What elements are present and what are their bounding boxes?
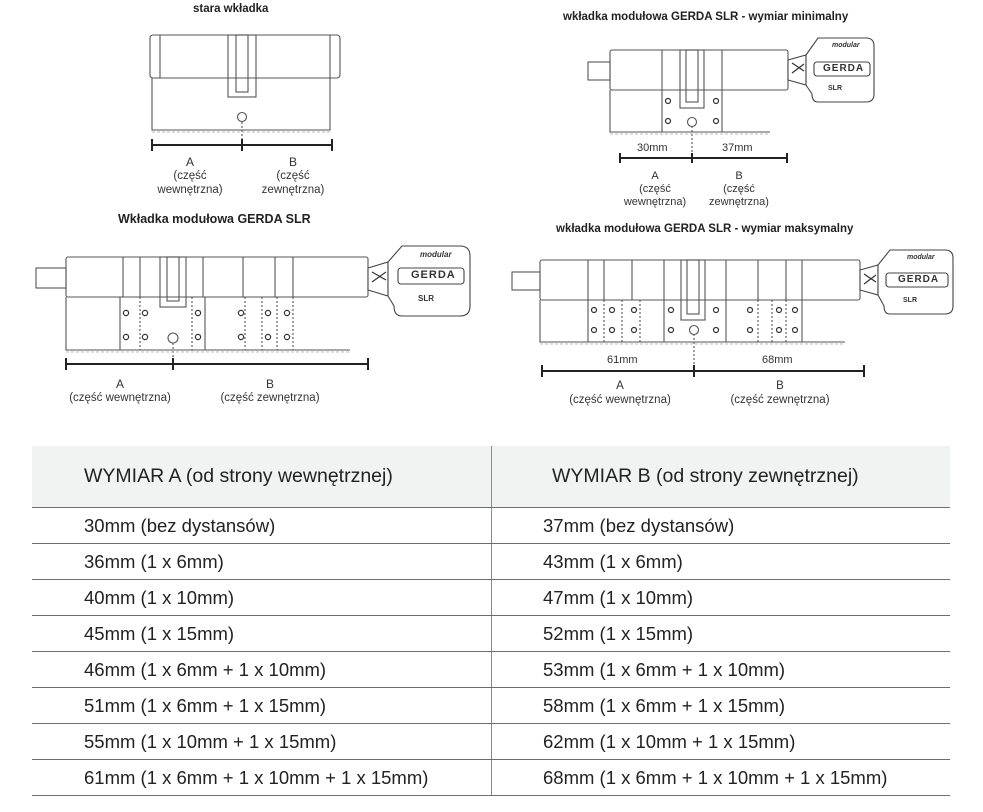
min-label-a-sub1: (część <box>639 183 671 195</box>
dimension-table-wrapper: WYMIAR A (od strony wewnętrznej) WYMIAR … <box>32 446 950 796</box>
old-label-b-letter: B <box>288 155 297 169</box>
min-label-b-sub1: (część <box>723 183 755 195</box>
table-row: 55mm (1 x 10mm + 1 x 15mm)62mm (1 x 10mm… <box>32 723 950 760</box>
max-key-brand-top: modular <box>907 254 935 261</box>
min-key-model: SLR <box>828 85 842 92</box>
old-label-a: A (część wewnętrzna) <box>140 155 240 197</box>
min-measure-b: 37mm <box>722 142 753 154</box>
table-row: 30mm (bez dystansów)37mm (bez dystansów) <box>32 507 950 544</box>
old-label-b-sub2: zewnętrzna) <box>261 184 325 196</box>
gerda-label-b: B (część zewnętrzna) <box>190 377 350 405</box>
header-dimension-a: WYMIAR A (od strony wewnętrznej) <box>32 446 492 508</box>
cell-dimension-b: 37mm (bez dystansów) <box>491 507 950 544</box>
max-label-a-letter: A <box>616 380 624 392</box>
min-label-a-letter: A <box>651 170 659 182</box>
cell-dimension-b: 52mm (1 x 15mm) <box>491 615 950 652</box>
min-label-b-sub2: zewnętrzna) <box>709 196 769 208</box>
table-header-row: WYMIAR A (od strony wewnętrznej) WYMIAR … <box>32 446 950 508</box>
gerda-label-a-sub: (część wewnętrzna) <box>69 392 171 404</box>
cell-dimension-a: 61mm (1 x 6mm + 1 x 10mm + 1 x 15mm) <box>32 759 492 796</box>
max-label-b-sub: (część zewnętrzna) <box>730 394 830 406</box>
min-key-brand: GERDA <box>823 63 865 74</box>
min-label-a-sub2: wewnętrzna) <box>623 196 687 208</box>
cell-dimension-a: 55mm (1 x 10mm + 1 x 15mm) <box>32 723 492 760</box>
cell-dimension-a: 46mm (1 x 6mm + 1 x 10mm) <box>32 651 492 688</box>
cell-dimension-b: 58mm (1 x 6mm + 1 x 15mm) <box>491 687 950 724</box>
gerda-label-b-letter: B <box>265 377 274 391</box>
old-label-a-sub2: wewnętrzna) <box>157 184 223 196</box>
table-row: 51mm (1 x 6mm + 1 x 15mm)58mm (1 x 6mm +… <box>32 687 950 724</box>
gerda-key-model: SLR <box>418 294 434 303</box>
max-label-a: A (część wewnętrzna) <box>545 379 695 407</box>
gerda-label-a-letter: A <box>115 377 124 391</box>
gerda-key-brand: GERDA <box>411 269 456 281</box>
cell-dimension-a: 40mm (1 x 10mm) <box>32 579 492 616</box>
table-row: 40mm (1 x 10mm)47mm (1 x 10mm) <box>32 579 950 616</box>
gerda-cylinder-title: Wkładka modułowa GERDA SLR <box>118 212 311 226</box>
cell-dimension-a: 36mm (1 x 6mm) <box>32 543 492 580</box>
max-key-brand: GERDA <box>898 274 940 285</box>
cell-dimension-a: 30mm (bez dystansów) <box>32 507 492 544</box>
table-row: 45mm (1 x 15mm)52mm (1 x 15mm) <box>32 615 950 652</box>
old-label-b-sub1: (część <box>276 170 310 182</box>
max-measure-b: 68mm <box>762 354 793 366</box>
max-label-a-sub: (część wewnętrzna) <box>569 394 671 406</box>
old-cylinder-title: stara wkładka <box>193 3 269 15</box>
table-row: 61mm (1 x 6mm + 1 x 10mm + 1 x 15mm)68mm… <box>32 759 950 796</box>
cell-dimension-a: 45mm (1 x 15mm) <box>32 615 492 652</box>
max-label-b-letter: B <box>776 380 784 392</box>
max-key-model: SLR <box>903 297 917 304</box>
max-cylinder-title: wkładka modułowa GERDA SLR - wymiar maks… <box>556 223 854 235</box>
max-label-b: B (część zewnętrzna) <box>705 379 855 407</box>
min-label-a: A (część wewnętrzna) <box>605 170 705 209</box>
old-label-a-sub1: (część <box>173 170 207 182</box>
min-cylinder-title: wkładka modułowa GERDA SLR - wymiar mini… <box>563 11 849 23</box>
max-measure-a: 61mm <box>607 354 638 366</box>
min-key-brand-top: modular <box>832 42 860 49</box>
cell-dimension-b: 62mm (1 x 10mm + 1 x 15mm) <box>491 723 950 760</box>
cell-dimension-b: 53mm (1 x 6mm + 1 x 10mm) <box>491 651 950 688</box>
table-row: 46mm (1 x 6mm + 1 x 10mm)53mm (1 x 6mm +… <box>32 651 950 688</box>
old-label-a-letter: A <box>185 155 194 169</box>
min-measure-a: 30mm <box>637 142 668 154</box>
gerda-label-b-sub: (część zewnętrzna) <box>220 392 320 404</box>
table-row: 36mm (1 x 6mm)43mm (1 x 6mm) <box>32 543 950 580</box>
cell-dimension-b: 47mm (1 x 10mm) <box>491 579 950 616</box>
min-label-b-letter: B <box>735 170 743 182</box>
min-label-b: B (część zewnętrzna) <box>689 170 789 209</box>
cell-dimension-a: 51mm (1 x 6mm + 1 x 15mm) <box>32 687 492 724</box>
old-label-b: B (część zewnętrzna) <box>243 155 343 197</box>
header-dimension-b: WYMIAR B (od strony zewnętrznej) <box>491 446 950 508</box>
gerda-key-brand-top: modular <box>420 250 452 259</box>
gerda-label-a: A (część wewnętrzna) <box>40 377 200 405</box>
dimension-table: WYMIAR A (od strony wewnętrznej) WYMIAR … <box>32 446 950 796</box>
cell-dimension-b: 68mm (1 x 6mm + 1 x 10mm + 1 x 15mm) <box>491 759 950 796</box>
cell-dimension-b: 43mm (1 x 6mm) <box>491 543 950 580</box>
